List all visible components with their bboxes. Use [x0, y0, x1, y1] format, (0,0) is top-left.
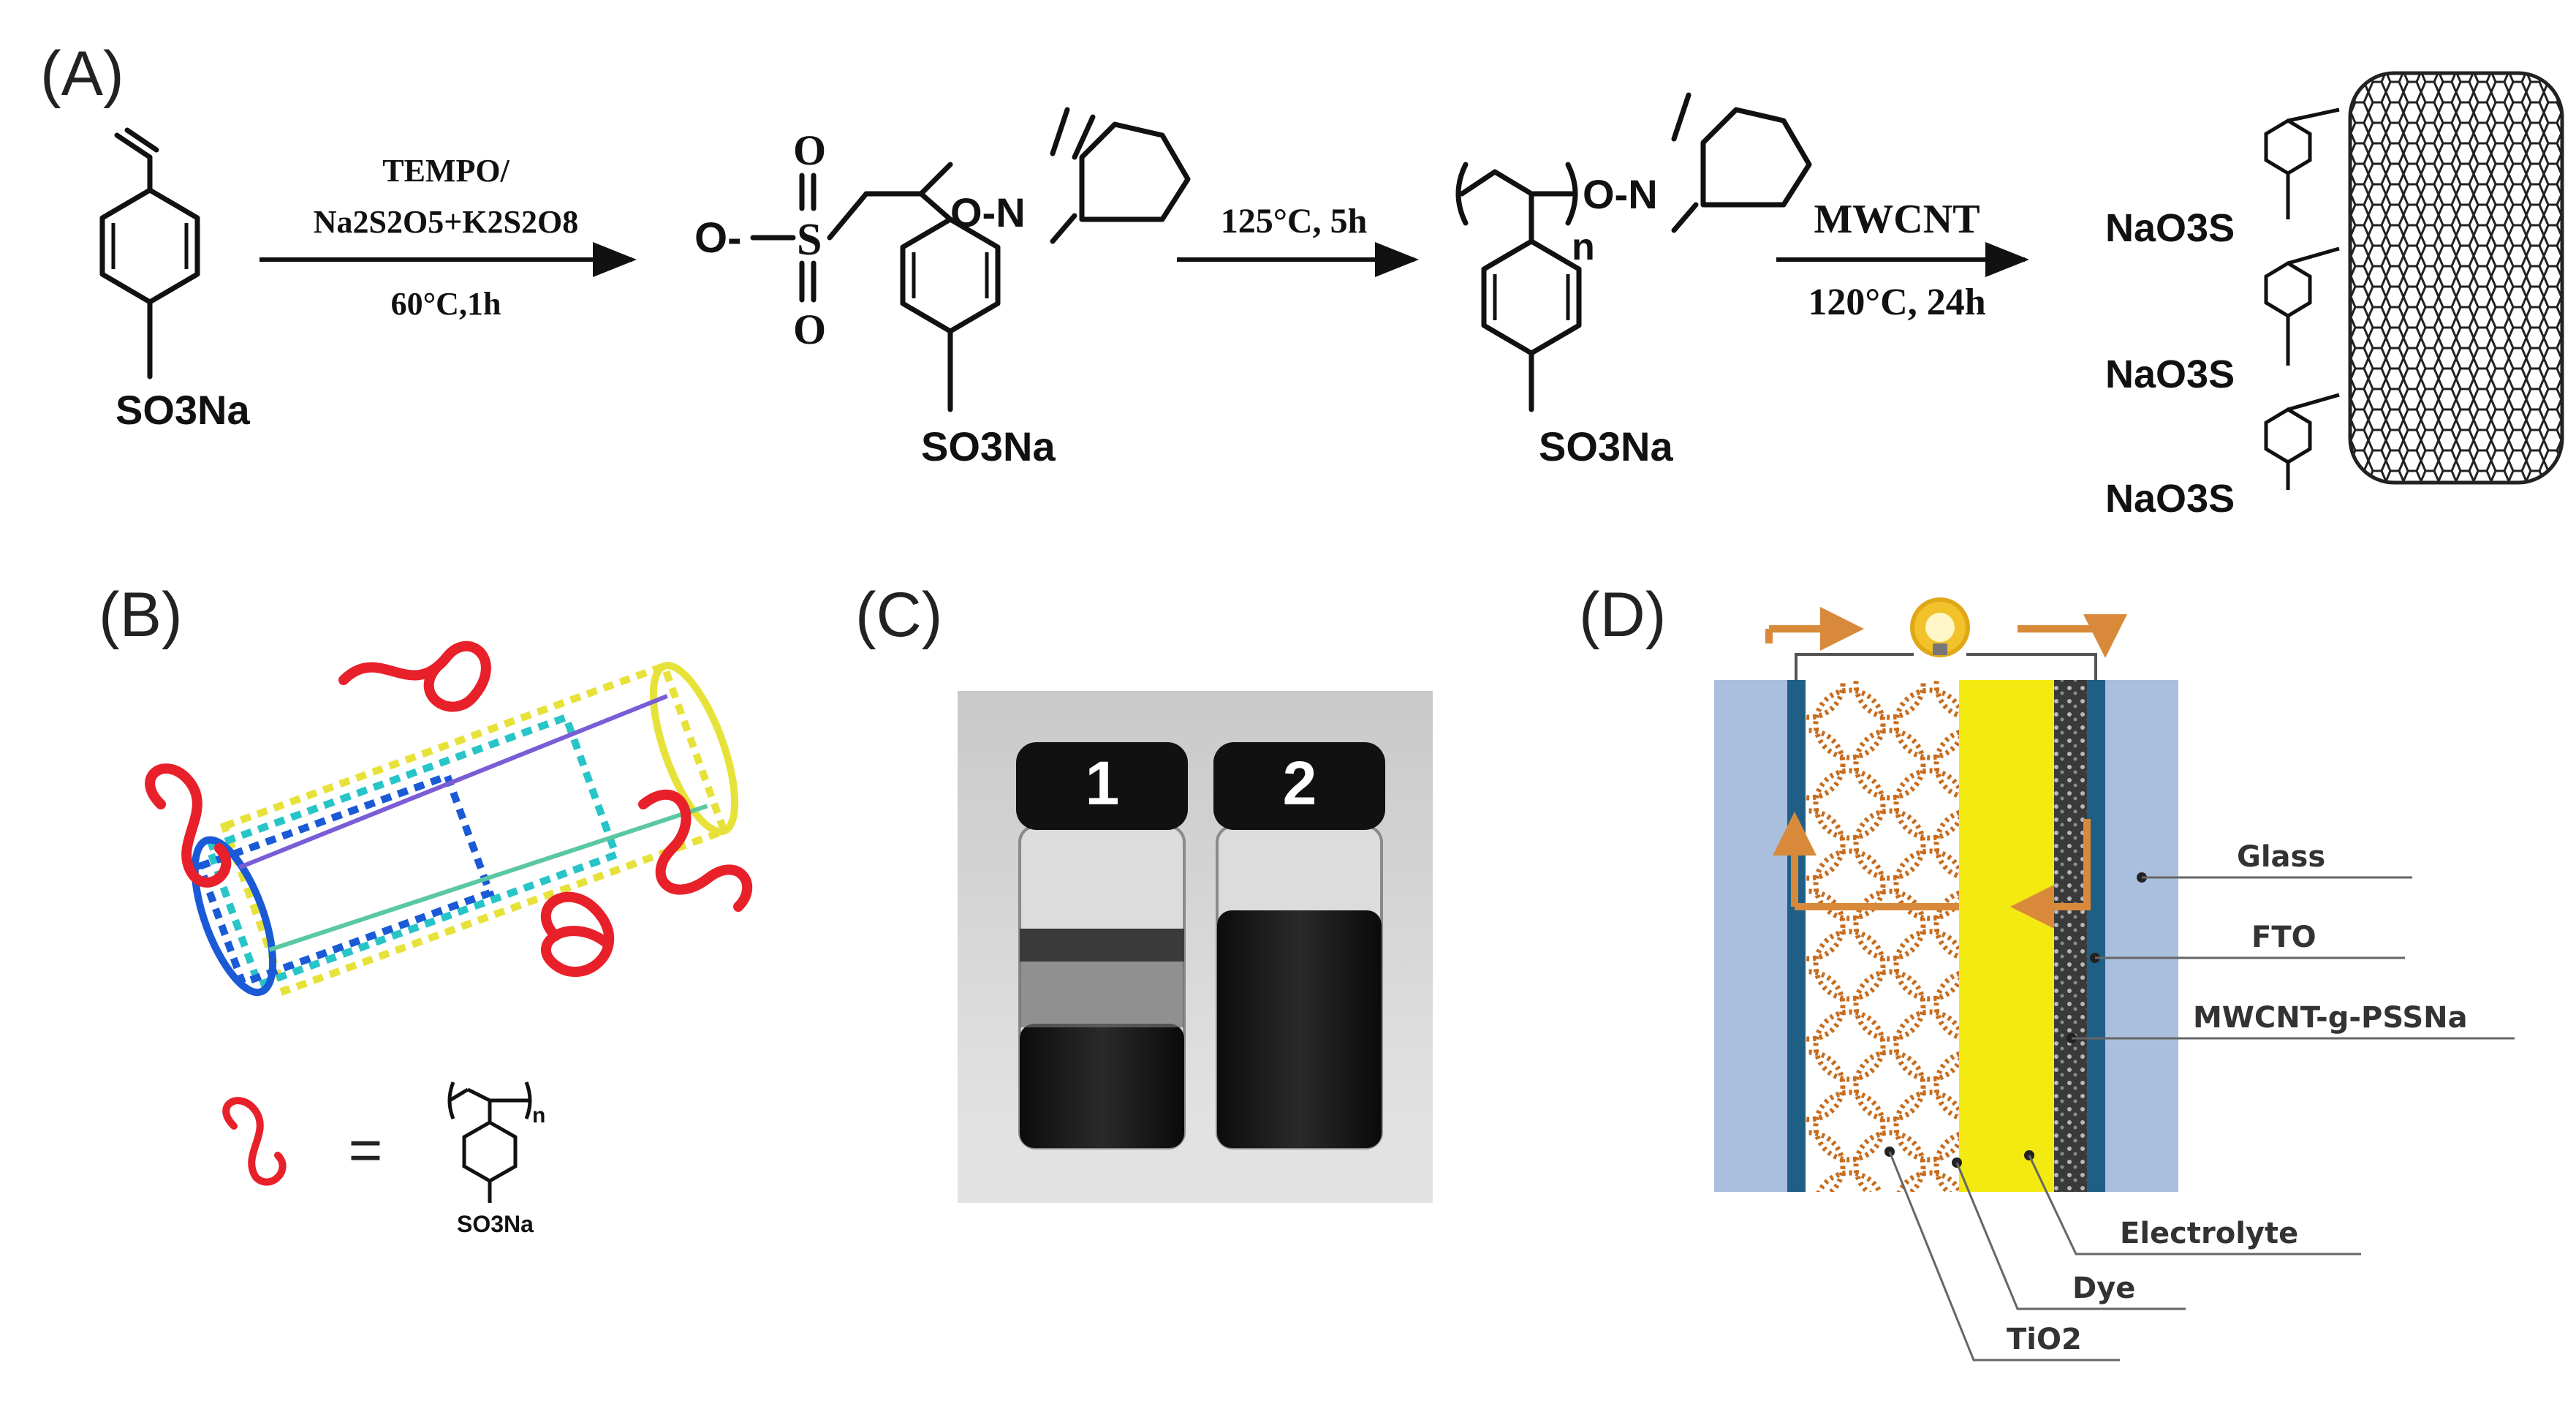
vial-photo: 1 2: [958, 691, 1433, 1203]
intermediate-label: SO3Na: [921, 423, 1056, 469]
polymer-structure: n O-N SO3Na: [1455, 92, 1812, 469]
step1-reagent-line2: Na2S2O5+K2S2O8: [314, 204, 578, 240]
step2-arrow: 125°C, 5h: [1177, 202, 1419, 277]
legend-glass: Glass: [2237, 840, 2325, 874]
polymer-label: SO3Na: [1539, 423, 1673, 469]
grafted-nanotube-illustration: [145, 641, 753, 997]
monomer-structure: SO3Na: [99, 127, 250, 433]
step3-reagent: MWCNT: [1814, 197, 1980, 242]
step3-arrow: MWCNT 120°C, 24h: [1776, 197, 2029, 323]
flow-arrow-top-right: [2018, 614, 2127, 658]
vial-2-label: 2: [1283, 749, 1317, 817]
product-label-1: NaO3S: [2105, 206, 2235, 250]
solar-cell-diagram: Glass FTO MWCNT-g-PSSNa Electrolyte Dye …: [1714, 597, 2515, 1362]
monomer-label: SO3Na: [115, 387, 250, 433]
wire-right: [1966, 653, 2097, 680]
intermediate-oxo-top: O: [793, 126, 826, 174]
mwcnt-layer: [2054, 680, 2087, 1192]
step1-reagent-line1: TEMPO/: [382, 153, 509, 189]
legend-mwcnt: MWCNT-g-PSSNa: [2193, 1001, 2468, 1035]
polymer-repeat: n: [1572, 226, 1595, 268]
legend-fto: FTO: [2251, 921, 2316, 954]
product-label-3: NaO3S: [2105, 477, 2235, 521]
polymer-coil-4: [540, 891, 615, 978]
step3-condition: 120°C, 24h: [1808, 282, 1985, 323]
panel-label-d: (D): [1579, 580, 1666, 650]
product-structure: NaO3S NaO3S NaO3S: [2105, 71, 2564, 521]
step1-arrow: TEMPO/ Na2S2O5+K2S2O8 60°C,1h: [260, 153, 637, 322]
glass-right: [2105, 680, 2178, 1192]
vial-1: 1: [1016, 742, 1188, 1149]
glass-left: [1714, 680, 1787, 1192]
panel-label-a: (A): [40, 39, 124, 109]
coil-legend-icon: [222, 1097, 287, 1186]
coil-legend-equals: =: [349, 1117, 383, 1182]
polymer-coil-1: [338, 641, 491, 712]
intermediate-oxo-bottom: O: [793, 306, 826, 353]
polymer-coil-3: [638, 789, 753, 912]
tio2-layer: [1806, 680, 1959, 1192]
intermediate-sulfur: S: [797, 215, 822, 265]
nanotube: [2348, 71, 2564, 485]
product-label-2: NaO3S: [2105, 352, 2235, 396]
coil-legend-group: SO3Na: [457, 1211, 534, 1237]
fto-left: [1787, 680, 1806, 1192]
wire-left: [1795, 653, 1914, 680]
intermediate-structure: O- S O O O-N SO3Na: [694, 107, 1191, 469]
vial-1-label: 1: [1086, 749, 1120, 817]
panel-label-b: (B): [99, 580, 183, 650]
coil-legend: = n SO3Na: [222, 1081, 545, 1237]
legend-dye: Dye: [2072, 1272, 2135, 1305]
coil-legend-repeat: n: [532, 1103, 545, 1128]
polymer-coil-2: [145, 763, 232, 888]
legend-electrolyte: Electrolyte: [2120, 1217, 2298, 1250]
panel-label-c: (C): [855, 580, 942, 650]
intermediate-anion: O-: [694, 214, 741, 262]
step2-condition: 125°C, 5h: [1221, 202, 1368, 241]
legend-tio2: TiO2: [2007, 1323, 2082, 1356]
flow-arrow-left: [2010, 819, 2091, 929]
vial-2-cap: [1213, 742, 1385, 830]
vial-1-cap: [1016, 742, 1188, 830]
polymer-aminoxy: O-N: [1583, 171, 1658, 217]
electrolyte-layer: [1959, 680, 2054, 1192]
step1-condition: 60°C,1h: [391, 286, 501, 322]
fto-right: [2087, 680, 2105, 1192]
vial-2: 2: [1213, 742, 1385, 1149]
